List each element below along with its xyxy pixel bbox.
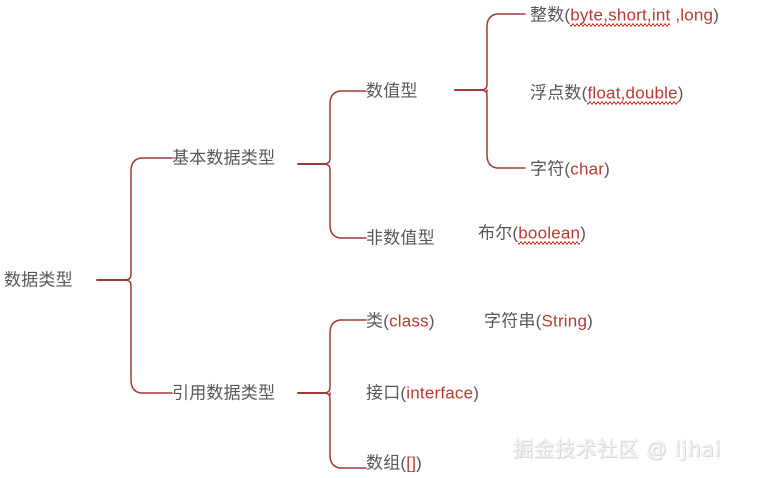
node-integer-keywords-tail: ,long: [670, 5, 714, 25]
node-boolean-keywords: boolean: [518, 223, 581, 247]
node-char-cn: 字符: [530, 159, 565, 179]
node-integer-paren-close: ): [713, 5, 720, 25]
node-integer-paren-open: (: [564, 5, 571, 25]
node-interface-keywords: interface: [406, 383, 474, 403]
node-root[interactable]: 数据类型: [4, 272, 73, 289]
node-non-numeric-label: 非数值型: [366, 228, 435, 248]
node-array-paren-close: ): [416, 453, 423, 473]
node-string-paren-close: ): [587, 311, 593, 331]
node-boolean-paren-close: ): [580, 223, 587, 243]
node-non-numeric[interactable]: 非数值型: [366, 230, 435, 247]
node-interface-paren-open: (: [400, 383, 407, 403]
node-class-keywords: class: [389, 311, 429, 331]
node-reference-types[interactable]: 引用数据类型: [172, 385, 275, 402]
node-char-paren-close: ): [604, 159, 611, 179]
node-integer-cn: 整数: [530, 5, 565, 25]
node-class-paren-open: (: [383, 311, 390, 331]
node-array-keywords: []: [406, 453, 417, 473]
node-class[interactable]: 类(class): [366, 313, 435, 330]
node-boolean-paren-open: (: [512, 223, 519, 243]
node-numeric-label: 数值型: [366, 81, 418, 101]
node-integer[interactable]: 整数(byte,short,int ,long): [530, 5, 720, 25]
node-array[interactable]: 数组([]): [366, 455, 422, 472]
node-interface-paren-close: ): [473, 383, 480, 403]
node-primitive-types[interactable]: 基本数据类型: [172, 150, 275, 167]
node-boolean-cn: 布尔: [478, 223, 513, 243]
node-array-paren-open: (: [400, 453, 407, 473]
node-array-cn: 数组: [366, 453, 401, 473]
node-float-keywords: float,double: [587, 83, 678, 107]
node-char-keywords: char: [570, 159, 605, 179]
node-root-label: 数据类型: [4, 270, 73, 290]
node-primitive-types-label: 基本数据类型: [172, 148, 276, 168]
node-string-keywords: String: [541, 311, 588, 331]
node-reference-types-label: 引用数据类型: [172, 383, 276, 403]
node-float-paren-open: (: [581, 83, 588, 103]
node-float-paren-close: ): [677, 83, 684, 103]
node-char[interactable]: 字符(char): [530, 161, 610, 178]
node-string-cn: 字符串: [484, 311, 536, 331]
node-string-paren-open: (: [535, 311, 542, 331]
node-string[interactable]: 字符串(String): [484, 313, 593, 330]
node-char-paren-open: (: [564, 159, 571, 179]
node-boolean[interactable]: 布尔(boolean): [478, 223, 587, 243]
node-class-cn: 类: [366, 311, 384, 331]
watermark: 掘金技术社区 @ ljhai: [513, 437, 722, 461]
node-interface[interactable]: 接口(interface): [366, 385, 479, 402]
node-integer-keywords: byte,short,int: [570, 5, 671, 29]
node-class-paren-close: ): [428, 311, 435, 331]
node-float-cn: 浮点数: [530, 83, 582, 103]
node-interface-cn: 接口: [366, 383, 401, 403]
node-numeric[interactable]: 数值型: [366, 83, 418, 100]
node-float[interactable]: 浮点数(float,double): [530, 83, 684, 103]
